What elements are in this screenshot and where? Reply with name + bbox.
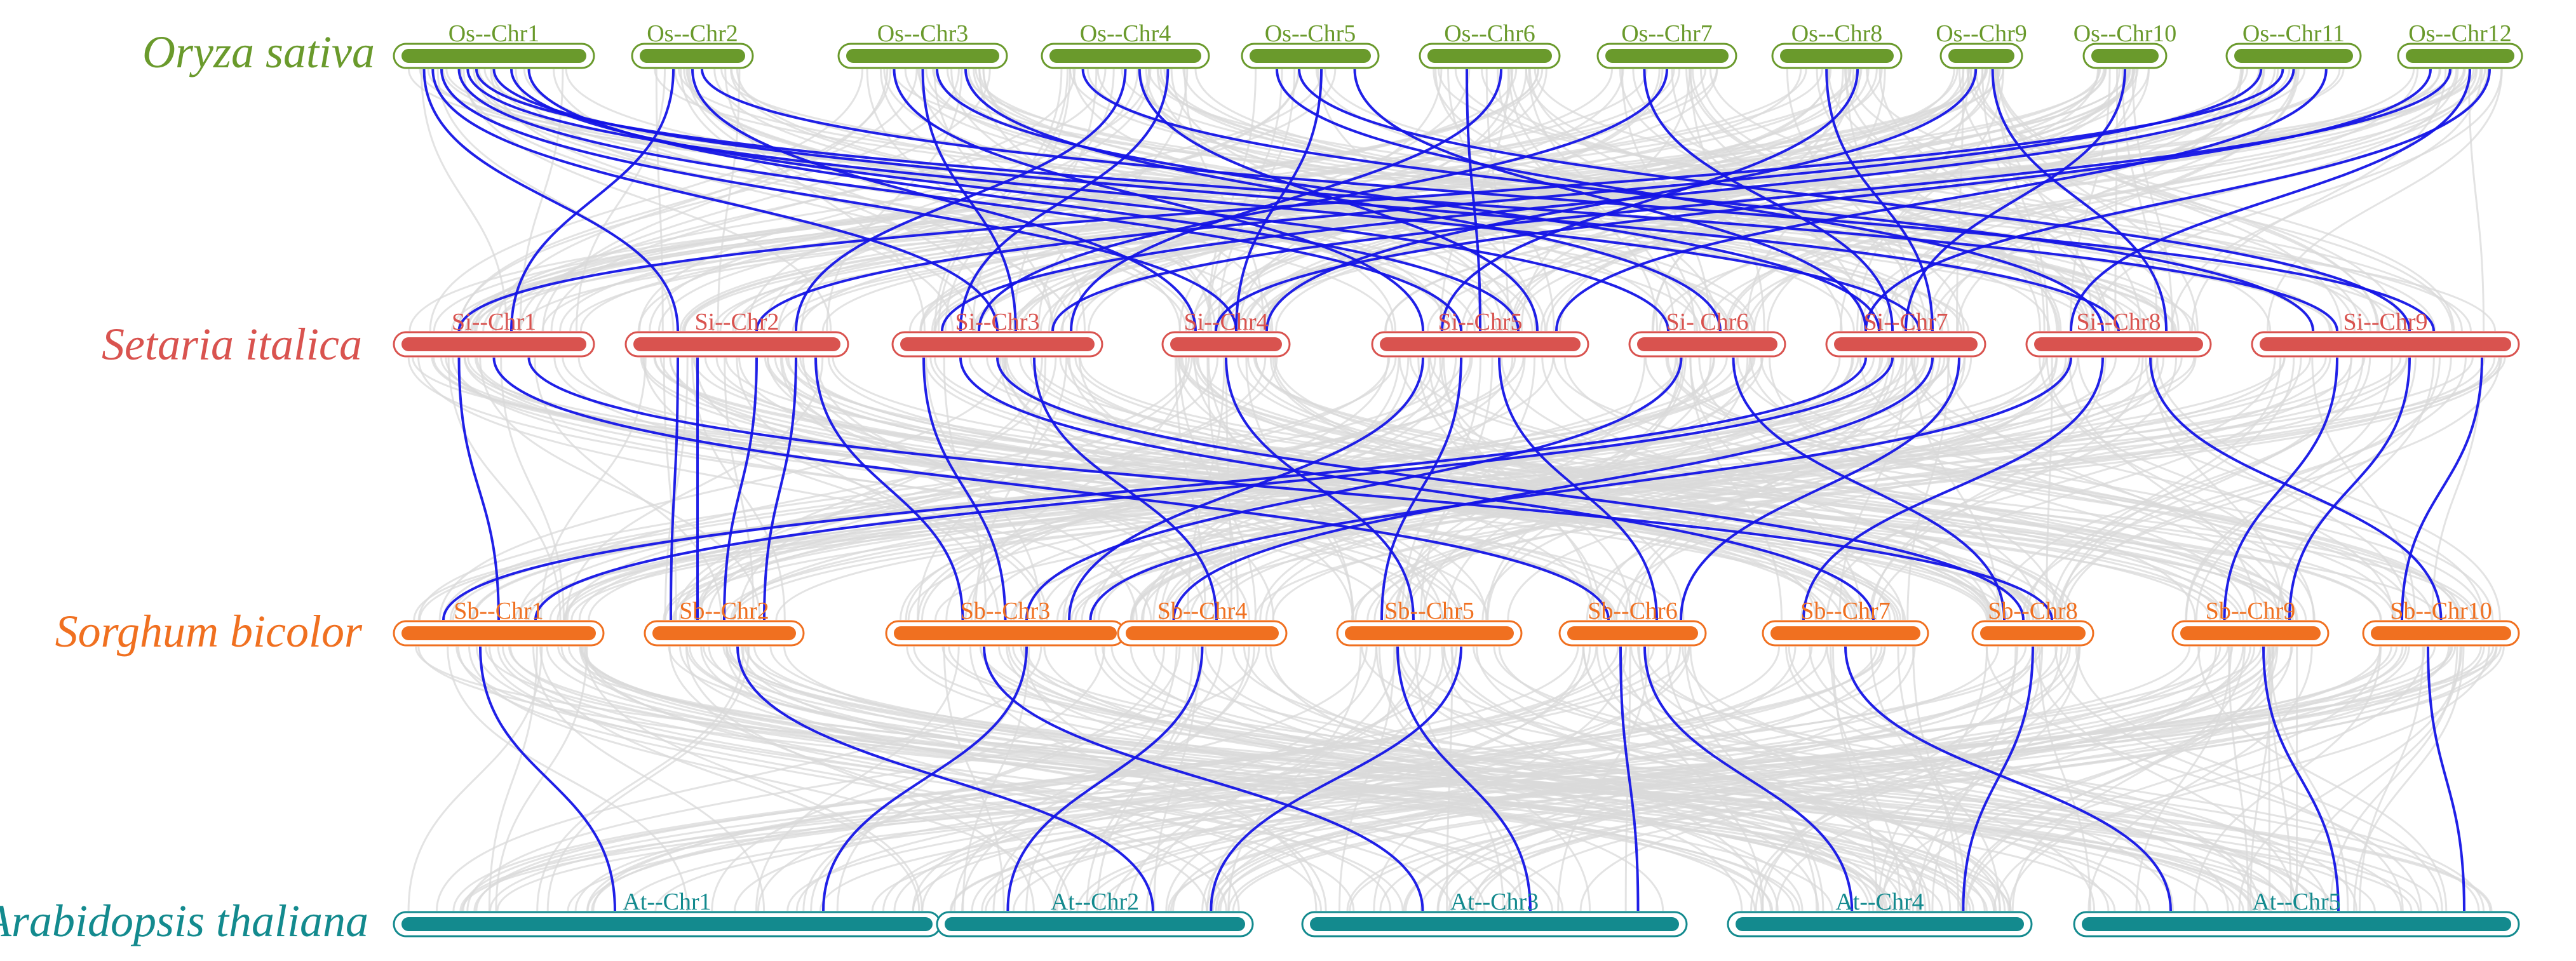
chromosome-label-si-chr4: Si--Chr4 xyxy=(1184,309,1269,335)
species-row-oryza-sativa: Os--Chr1 Os--Chr2 Os--Chr3 Os--Chr4 Os--Chr5… xyxy=(142,20,2522,77)
chromosome-bar-at-chr2 xyxy=(945,917,1245,931)
chromosome-bar-sb-chr7 xyxy=(1770,626,1920,640)
chromosome-label-si-chr5: Si--Chr5 xyxy=(1438,309,1523,335)
chromosome-label-os-chr2: Os--Chr2 xyxy=(647,20,738,47)
chromosome-label-os-chr7: Os--Chr7 xyxy=(1621,20,1713,47)
chromosome-label-sb-chr4: Sb--Chr4 xyxy=(1157,598,1247,624)
chromosome-label-os-chr5: Os--Chr5 xyxy=(1265,20,1356,47)
chromosome-bar-si-chr5 xyxy=(1380,337,1581,351)
chromosome-label-sb-chr10: Sb--Chr10 xyxy=(2390,598,2492,624)
chromosome-label-sb-chr5: Sb--Chr5 xyxy=(1384,598,1474,624)
collinear-link xyxy=(480,647,615,911)
chromosome-bar-sb-chr3 xyxy=(894,626,1117,640)
species-label-arabidopsis-thaliana: Arabidopsis thaliana xyxy=(0,896,368,946)
chromosome-label-os-chr11: Os--Chr11 xyxy=(2242,20,2345,47)
chromosome-bar-os-chr10 xyxy=(2091,49,2159,63)
chromosome-label-sb-chr3: Sb--Chr3 xyxy=(961,598,1050,624)
background-synteny-links xyxy=(408,69,2505,911)
chromosome-bar-sb-chr2 xyxy=(652,626,796,640)
chromosome-bar-at-chr4 xyxy=(1736,917,2024,931)
chromosome-bar-si-chr9 xyxy=(2260,337,2511,351)
chromosome-label-at-chr3: At--Chr3 xyxy=(1450,889,1539,915)
chromosome-bar-si-chr7 xyxy=(1834,337,1978,351)
chromosome-bar-si-chr3 xyxy=(900,337,1095,351)
chromosome-bar-sb-chr6 xyxy=(1567,626,1698,640)
chromosome-bar-os-chr3 xyxy=(846,49,999,63)
chromosome-label-at-chr4: At--Chr4 xyxy=(1835,889,1924,915)
chromosome-label-at-chr2: At--Chr2 xyxy=(1051,889,1139,915)
chromosome-bar-os-chr5 xyxy=(1250,49,1371,63)
synteny-link xyxy=(491,69,953,331)
synteny-link xyxy=(468,647,1259,911)
chromosome-bar-at-chr1 xyxy=(401,917,933,931)
chromosome-label-os-chr4: Os--Chr4 xyxy=(1080,20,1171,47)
chromosome-bar-os-chr9 xyxy=(1948,49,2014,63)
chromosome-label-sb-chr2: Sb--Chr2 xyxy=(679,598,769,624)
chromosome-label-os-chr9: Os--Chr9 xyxy=(1936,20,2027,47)
species-label-sorghum-bicolor: Sorghum bicolor xyxy=(55,606,363,657)
chromosome-label-si-chr8: Si--Chr8 xyxy=(2077,309,2161,335)
chromosome-label-si-chr2: Si--Chr2 xyxy=(695,309,779,335)
chromosome-bar-sb-chr4 xyxy=(1126,626,1279,640)
chromosome-bar-os-chr1 xyxy=(401,49,586,63)
chromosome-bar-si-chr6 xyxy=(1637,337,1777,351)
chromosome-bar-sb-chr5 xyxy=(1345,626,1514,640)
chromosome-label-sb-chr8: Sb--Chr8 xyxy=(1988,598,2077,624)
chromosome-bar-os-chr6 xyxy=(1427,49,1552,63)
species-label-setaria-italica: Setaria italica xyxy=(102,319,362,370)
chromosome-label-os-chr1: Os--Chr1 xyxy=(448,20,540,47)
chromosome-bar-si-chr1 xyxy=(401,337,586,351)
synteny-link xyxy=(2192,69,2445,331)
chromosome-label-os-chr6: Os--Chr6 xyxy=(1444,20,1535,47)
chromosome-bar-si-chr8 xyxy=(2034,337,2203,351)
chromosome-bar-si-chr2 xyxy=(633,337,840,351)
species-row-arabidopsis-thaliana: At--Chr1 At--Chr2 At--Chr3 At--Chr4 At--Chr5… xyxy=(0,889,2519,946)
chromosome-label-si-chr3: Si--Chr3 xyxy=(955,309,1040,335)
chromosome-label-sb-chr9: Sb--Chr9 xyxy=(2206,598,2295,624)
chromosome-label-si-chr9: Si--Chr9 xyxy=(2343,309,2428,335)
chromosome-bar-os-chr11 xyxy=(2234,49,2353,63)
chromosome-bar-at-chr5 xyxy=(2082,917,2511,931)
chromosome-bar-os-chr4 xyxy=(1049,49,1201,63)
chromosome-label-os-chr3: Os--Chr3 xyxy=(877,20,969,47)
chromosome-bar-os-chr8 xyxy=(1780,49,1894,63)
chromosome-bar-sb-chr9 xyxy=(2180,626,2321,640)
chromosome-bar-os-chr2 xyxy=(640,49,745,63)
chromosome-bar-os-chr7 xyxy=(1605,49,1729,63)
chromosome-label-si-chr6: Si- Chr6 xyxy=(1666,309,1749,335)
chromosome-bar-sb-chr8 xyxy=(1980,626,2086,640)
chromosome-label-os-chr8: Os--Chr8 xyxy=(1791,20,1883,47)
chromosome-label-si-chr1: Si--Chr1 xyxy=(452,309,536,335)
species-label-oryza-sativa: Oryza sativa xyxy=(142,27,375,77)
chromosome-label-si-chr7: Si--Chr7 xyxy=(1864,309,1948,335)
chromosome-label-sb-chr1: Sb--Chr1 xyxy=(454,598,543,624)
chromosome-label-at-chr5: At--Chr5 xyxy=(2252,889,2340,915)
chromosome-bar-sb-chr1 xyxy=(401,626,596,640)
chromosome-label-os-chr12: Os--Chr12 xyxy=(2408,20,2512,47)
chromosome-label-sb-chr6: Sb--Chr6 xyxy=(1588,598,1677,624)
chromosome-label-sb-chr7: Sb--Chr7 xyxy=(1800,598,1890,624)
chromosome-bar-os-chr12 xyxy=(2406,49,2514,63)
synteny-link xyxy=(462,647,2501,911)
chromosome-bar-sb-chr10 xyxy=(2371,626,2511,640)
chromosome-bar-si-chr4 xyxy=(1170,337,1282,351)
chromosome-label-os-chr10: Os--Chr10 xyxy=(2074,20,2177,47)
chromosome-label-at-chr1: At--Chr1 xyxy=(623,889,711,915)
chromosome-bar-at-chr3 xyxy=(1310,917,1679,931)
